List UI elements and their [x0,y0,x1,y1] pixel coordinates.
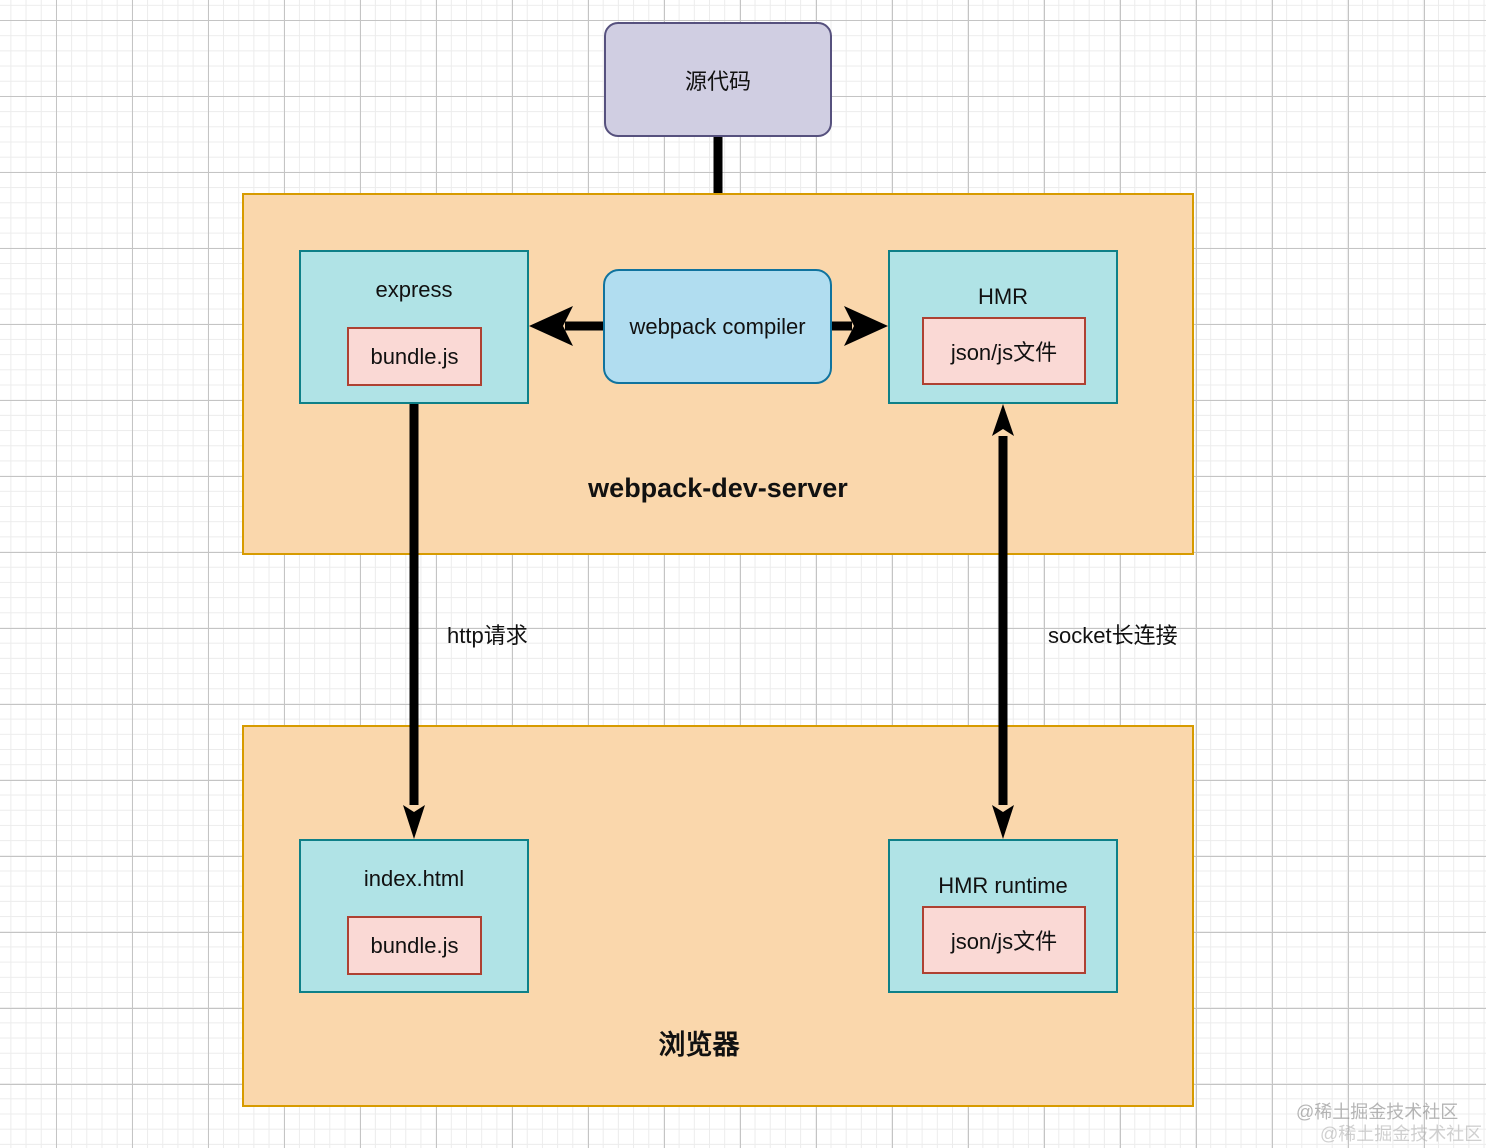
watermark-shadow: @稀土掘金技术社区 [1320,1124,1483,1144]
hmr-node[interactable]: HMR json/js文件 [888,250,1118,404]
socket-connection-label: socket长连接 [1048,623,1178,648]
webpack-compiler-node[interactable]: webpack compiler [603,269,832,384]
compiler-to-hmr-arrowhead [844,306,888,346]
index-html-title: index.html [363,866,465,891]
browser-label: 浏览器 [658,1030,740,1060]
express-node[interactable]: express bundle.js [299,250,529,404]
express-title: express [375,277,453,302]
http-request-label: http请求 [447,623,528,648]
compiler-to-express-arrowhead [529,306,573,346]
source-code-label: 源代码 [684,68,751,94]
hmr-runtime-node[interactable]: HMR runtime json/js文件 [888,839,1118,993]
socket-connection-arrowhead-up [992,404,1014,436]
express-bundle-label: bundle.js [370,343,459,369]
hmr-runtime-file-node[interactable]: json/js文件 [922,906,1086,974]
index-html-node[interactable]: index.html bundle.js [299,839,529,993]
index-bundle-label: bundle.js [370,932,459,958]
hmr-runtime-title: HMR runtime [938,873,1068,898]
hmr-runtime-file-label: json/js文件 [950,929,1058,954]
source-code-node[interactable]: 源代码 [604,22,832,137]
hmr-file-label: json/js文件 [950,340,1058,365]
hmr-title: HMR [977,284,1029,309]
watermark-primary: @稀土掘金技术社区 [1296,1102,1459,1122]
webpack-dev-server-label: webpack-dev-server [588,473,848,503]
express-bundle-node[interactable]: bundle.js [347,327,482,386]
webpack-compiler-label: webpack compiler [629,313,806,339]
hmr-file-node[interactable]: json/js文件 [922,317,1086,385]
http-request-arrowhead [403,805,425,839]
index-bundle-node[interactable]: bundle.js [347,916,482,975]
socket-connection-arrowhead-down [992,805,1014,839]
